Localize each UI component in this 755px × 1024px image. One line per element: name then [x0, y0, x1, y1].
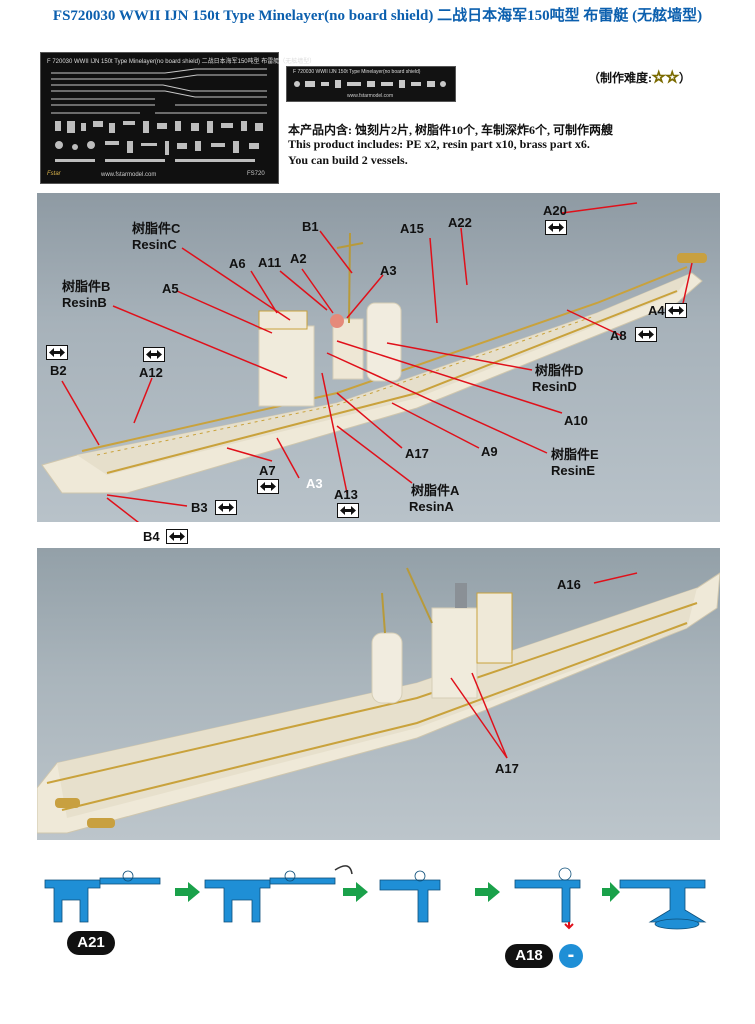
label-b1: B1: [302, 219, 319, 234]
model-photo-1: 树脂件C ResinC B1 A15 A22 A20 A6 A11 A2 A3 …: [37, 193, 720, 522]
label-resin-d-cn: 树脂件D: [535, 363, 584, 378]
label-a17-photo2: A17: [495, 761, 519, 776]
label-b3: B3: [191, 500, 208, 515]
label-a4: A4: [648, 303, 665, 318]
pe-strip-footer: www.fstarmodel.com: [347, 93, 394, 99]
arrow-box-a7: [257, 479, 279, 494]
label-a16: A16: [557, 577, 581, 592]
label-a7: A7: [259, 463, 276, 478]
pe-strip-parts-drawing: [294, 80, 446, 88]
arrow-box-b3: [215, 500, 237, 515]
contents-chinese: 本产品内含: 蚀刻片2片, 树脂件10个, 车制深炸6个, 可制作两艘: [288, 123, 613, 137]
photo-etch-sheet-image: F 720030 WWII IJN 150t Type Minelayer(no…: [40, 52, 315, 184]
label-a3-bottom: A3: [306, 476, 323, 491]
photo-etch-strip-image: F 720030 WWII IJN 150t Type Minelayer(no…: [286, 66, 456, 102]
label-a8: A8: [610, 328, 627, 343]
ship-model-drawing-2: [37, 567, 720, 834]
arrow-box-b2: [46, 345, 68, 360]
page-title: FS720030 WWII IJN 150t Type Minelayer(no…: [52, 8, 703, 24]
label-a15: A15: [400, 221, 424, 236]
label-b4: B4: [143, 529, 160, 544]
difficulty-close: ）: [678, 71, 691, 85]
label-b2: B2: [50, 363, 67, 378]
label-resin-b-cn: 树脂件B: [62, 279, 111, 294]
remove-minus-icon: -: [559, 944, 583, 968]
pe-sheet-code: FS720: [247, 171, 265, 177]
difficulty-label: （制作难度:: [588, 71, 652, 85]
contents-english: This product includes: PE x2, resin part…: [288, 137, 590, 151]
pe-strip-header: F 720030 WWII IJN 150t Type Minelayer(no…: [293, 69, 421, 75]
arrow-box-a12: [143, 347, 165, 362]
label-resin-c-cn: 树脂件C: [132, 221, 181, 236]
part-badge-a18: A18: [505, 944, 553, 968]
label-a5: A5: [162, 281, 179, 296]
pe-sheet-header: F 720030 WWII IJN 150t Type Minelayer(no…: [47, 59, 316, 65]
difficulty-rating: （制作难度:☆☆）: [588, 68, 691, 87]
star-icon: ☆☆: [652, 70, 680, 87]
label-a17: A17: [405, 446, 429, 461]
label-a2: A2: [290, 251, 307, 266]
label-resin-d-en: ResinD: [532, 379, 577, 394]
label-resin-e-en: ResinE: [551, 463, 596, 478]
label-resin-a-cn: 树脂件A: [411, 483, 460, 498]
label-a20: A20: [543, 203, 567, 218]
label-a22: A22: [448, 215, 472, 230]
part-badge-a21: A21: [67, 931, 115, 955]
pe-sheet-footer: www.fstarmodel.com: [101, 172, 157, 178]
arrow-box-a4: [665, 303, 687, 318]
label-a3-top: A3: [380, 263, 397, 278]
label-a12: A12: [139, 365, 163, 380]
label-a6: A6: [229, 256, 246, 271]
model-photo-2: A16 A17: [37, 548, 720, 840]
label-a10: A10: [564, 413, 588, 428]
label-resin-b-en: ResinB: [62, 295, 107, 310]
assembly-sequence-drawing: [44, 865, 707, 930]
ship-model-drawing-1: [41, 202, 707, 522]
pe-sheet-brand: Fstar: [47, 171, 61, 177]
label-a11: A11: [258, 255, 282, 270]
contents-vessels: You can build 2 vessels.: [288, 153, 408, 167]
label-resin-c-en: ResinC: [132, 237, 177, 252]
label-resin-e-cn: 树脂件E: [551, 447, 599, 462]
label-a13: A13: [334, 487, 358, 502]
arrow-box-b4: [166, 529, 188, 544]
pe-sheet-parts-drawing: [51, 68, 267, 162]
arrow-box-a8: [635, 327, 657, 342]
arrow-box-a20: [545, 220, 567, 235]
label-resin-a-en: ResinA: [409, 499, 454, 514]
label-a9: A9: [481, 444, 498, 459]
arrow-box-a13: [337, 503, 359, 518]
